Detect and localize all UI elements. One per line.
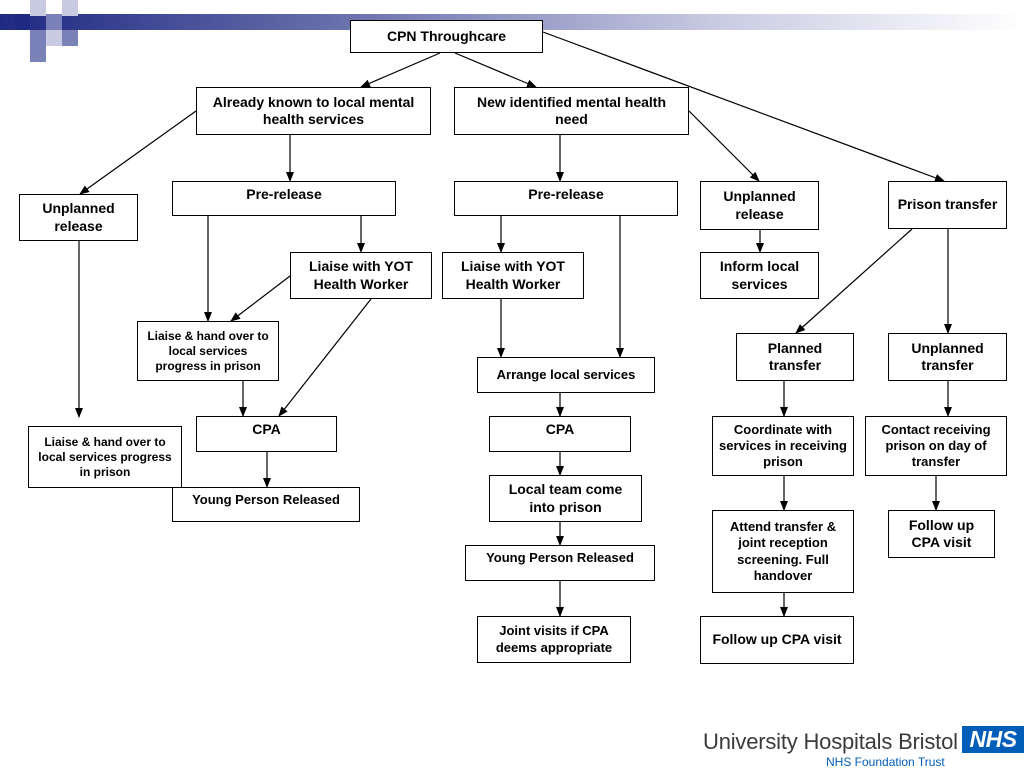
- node-released-a: Young Person Released: [172, 487, 360, 522]
- edge-yot-a-liaise-a: [230, 275, 291, 322]
- node-planned-transfer: Planned transfer: [736, 333, 854, 381]
- decor-square: [46, 30, 62, 46]
- node-liaise-left: Liaise & hand over to local services pro…: [28, 426, 182, 488]
- nhs-logo-badge: NHS: [962, 726, 1024, 753]
- decor-square: [62, 0, 78, 16]
- node-prison-transfer: Prison transfer: [888, 181, 1007, 229]
- node-joint-visits: Joint visits if CPA deems appropriate: [477, 616, 631, 663]
- node-followup-right: Follow up CPA visit: [888, 510, 995, 558]
- node-liaise-a: Liaise & hand over to local services pro…: [137, 321, 279, 381]
- node-unplanned-left: Unplanned release: [19, 194, 138, 241]
- node-yot-a: Liaise with YOT Health Worker: [290, 252, 432, 299]
- node-newneed: New identified mental health need: [454, 87, 689, 135]
- decor-square: [14, 14, 30, 30]
- decor-square: [46, 14, 62, 30]
- logo-org-name: University Hospitals Bristol: [703, 729, 958, 754]
- decor-square: [30, 0, 46, 16]
- node-unplanned-transfer: Unplanned transfer: [888, 333, 1007, 381]
- node-attend: Attend transfer & joint reception screen…: [712, 510, 854, 593]
- node-prerelease-b: Pre-release: [454, 181, 678, 216]
- edge-prison-transfer-planned: [795, 228, 913, 334]
- decor-square: [30, 46, 46, 62]
- node-coordinate: Coordinate with services in receiving pr…: [712, 416, 854, 476]
- node-known: Already known to local mental health ser…: [196, 87, 431, 135]
- node-cpa-b: CPA: [489, 416, 631, 452]
- node-released-b: Young Person Released: [465, 545, 655, 581]
- logo-trust-name: NHS Foundation Trust: [826, 755, 945, 769]
- node-yot-b: Liaise with YOT Health Worker: [442, 252, 584, 299]
- node-cpa-a: CPA: [196, 416, 337, 452]
- edge-root-known: [360, 52, 441, 88]
- node-prerelease-a: Pre-release: [172, 181, 396, 216]
- edge-root-newneed: [454, 52, 537, 88]
- decor-square: [30, 30, 46, 46]
- edge-known-unplanned-left: [79, 110, 197, 195]
- node-root: CPN Throughcare: [350, 20, 543, 53]
- node-unplanned-mid: Unplanned release: [700, 181, 819, 230]
- edge-newneed-unplanned-mid: [688, 110, 760, 182]
- node-local-team: Local team come into prison: [489, 475, 642, 522]
- node-arrange: Arrange local services: [477, 357, 655, 393]
- node-followup-mid: Follow up CPA visit: [700, 616, 854, 664]
- decor-square: [62, 30, 78, 46]
- edge-root-prison-transfer: [542, 31, 945, 182]
- node-contact: Contact receiving prison on day of trans…: [865, 416, 1007, 476]
- edge-yot-a-cpa-a: [278, 298, 372, 417]
- node-inform-local: Inform local services: [700, 252, 819, 299]
